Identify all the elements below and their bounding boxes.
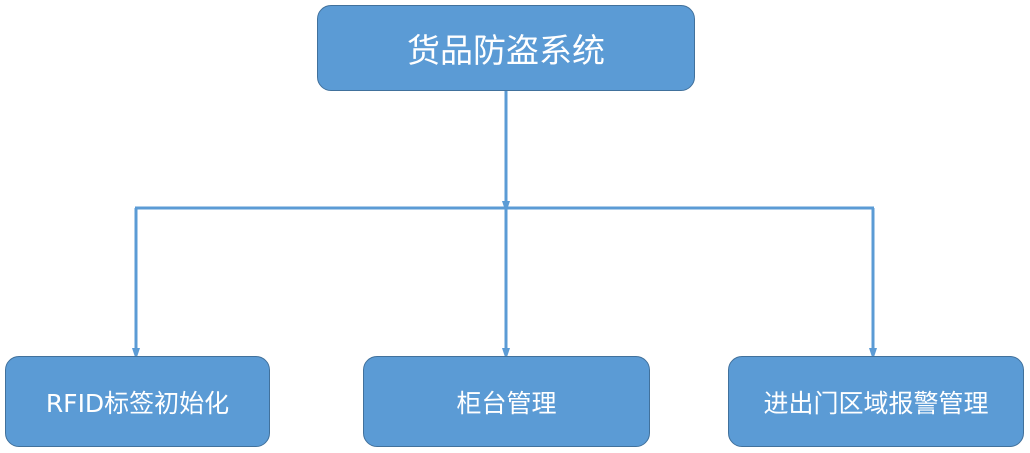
child-node-label: 柜台管理 <box>456 388 557 418</box>
child-node-label: RFID标签初始化 <box>45 388 230 418</box>
child-node-counter-management: 柜台管理 <box>363 356 650 447</box>
child-node-rfid-init: RFID标签初始化 <box>5 356 270 447</box>
child-node-label: 进出门区域报警管理 <box>763 388 989 418</box>
root-node-label: 货品防盗系统 <box>407 31 605 70</box>
root-node-box: 货品防盗系统 <box>317 5 695 91</box>
child-node-door-alarm-management: 进出门区域报警管理 <box>728 356 1024 447</box>
